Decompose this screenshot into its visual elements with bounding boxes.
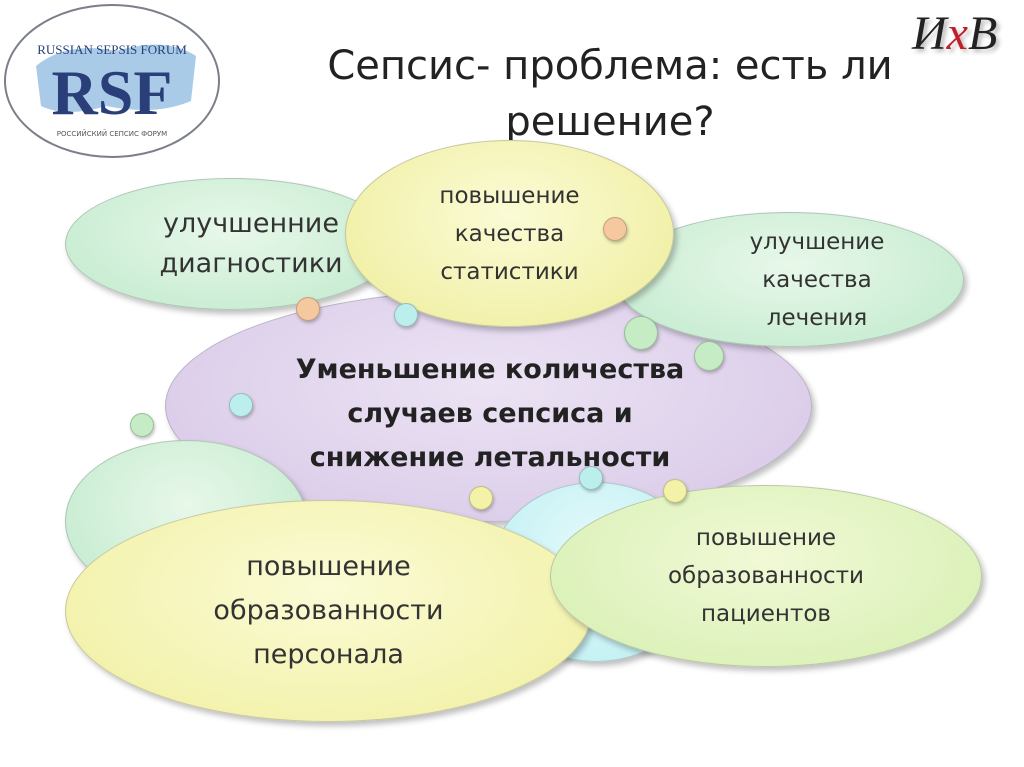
svg-text:РОССИЙСКИЙ СЕПСИС ФОРУМ: РОССИЙСКИЙ СЕПСИС ФОРУМ [57,129,167,138]
slide-title: Сепсис- проблема: есть ли решение? [327,43,893,145]
svg-text:RSF: RSF [52,57,173,128]
bubble-green [624,316,658,350]
russian-sepsis-forum-logo: RUSSIAN SEPSIS FORUM RSF РОССИЙСКИЙ СЕПС… [4,4,220,158]
svg-text:RUSSIAN SEPSIS FORUM: RUSSIAN SEPSIS FORUM [37,42,187,57]
node-treatment: улучшение качества лечения [615,212,964,347]
node-treatment-label: улучшение качества лечения [749,228,885,331]
bubble-yellow [469,486,493,510]
node-diagnostics: улучшенние диагностики [65,178,397,310]
bubble-yellow [663,479,687,503]
node-patients: повышение образованности пациентов [550,485,982,667]
node-diagnostics-label: улучшенние диагностики [159,208,343,279]
bubble-cyan [579,466,603,490]
bubble-green [130,413,154,437]
bubble-green [694,341,724,371]
iv-logo: ИxВ [912,7,998,60]
bubble-orange [296,297,320,321]
node-staff-label: повышение образованности персонала [213,551,444,670]
bubble-cyan [394,303,418,327]
bubble-cyan [229,393,253,417]
node-patients-label: повышение образованности пациентов [667,525,865,627]
node-statistics-label: повышение качества статистики [439,182,580,285]
bubble-orange [603,217,627,241]
node-staff: повышение образованности персонала [65,500,592,722]
center-text: Уменьшение количества случаев сепсиса и … [295,354,685,473]
